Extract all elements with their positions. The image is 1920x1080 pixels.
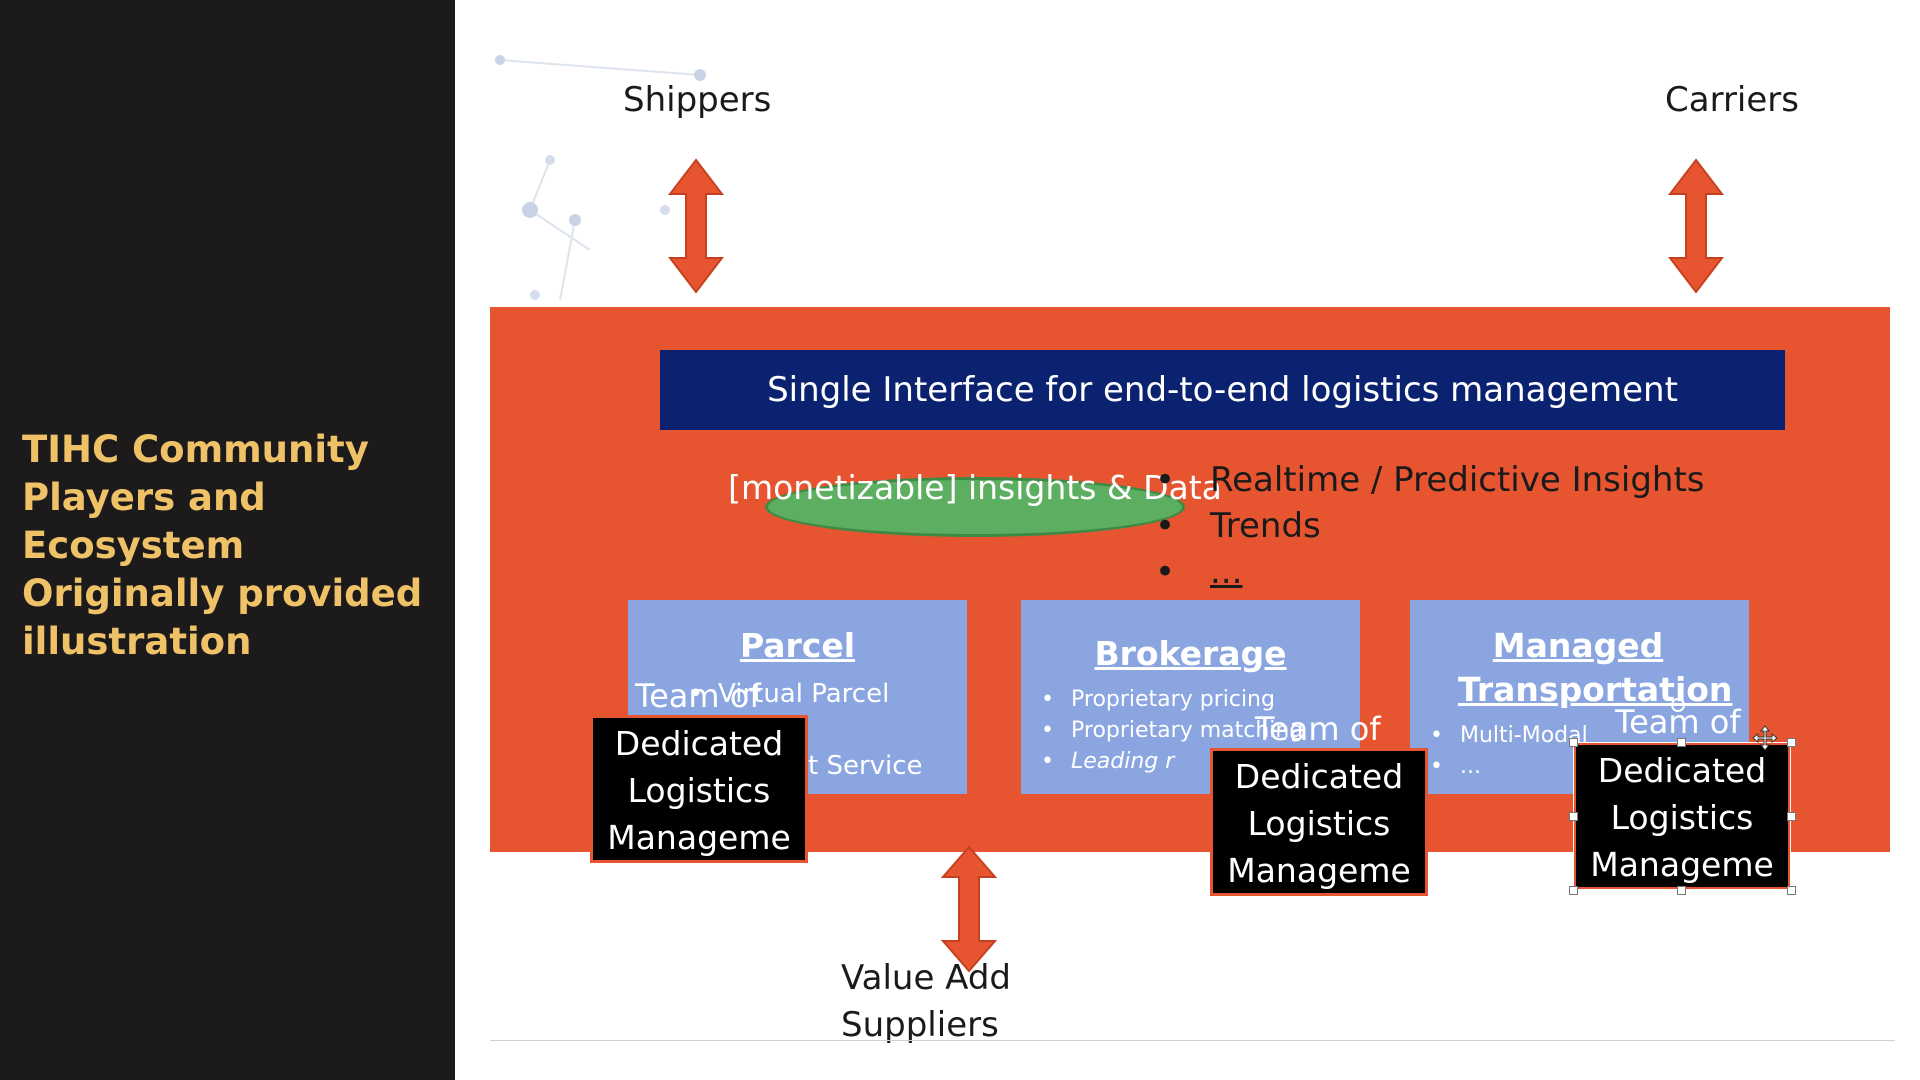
shippers-arrow-icon <box>668 158 724 294</box>
move-cursor-icon <box>1752 725 1778 751</box>
sidebar-title: TIHC Community Players and Ecosystem <box>22 428 369 567</box>
sidebar-subtitle: Originally provided illustration <box>22 572 423 663</box>
sidebar-panel: TIHC Community Players and Ecosystem Ori… <box>0 0 455 1080</box>
selection-outline <box>1573 742 1791 890</box>
data-store-shape <box>765 477 1185 537</box>
bullet-item: Trends <box>1155 503 1705 549</box>
carriers-label: Carriers <box>1665 80 1799 120</box>
slide-canvas: Shippers Carriers Single Interface for e… <box>455 0 1920 1080</box>
resize-handle[interactable] <box>1569 886 1578 895</box>
brokerage-item: Proprietary pricing <box>1041 684 1360 715</box>
resize-handle[interactable] <box>1787 812 1796 821</box>
resize-handle[interactable] <box>1787 738 1796 747</box>
team-box[interactable]: Dedicated Logistics Manageme <box>1210 748 1428 896</box>
value-add-arrow-icon <box>941 845 997 973</box>
network-background-art <box>495 55 706 300</box>
managed-items: Multi-Modal ... <box>1430 720 1749 782</box>
data-store-label: [monetizable] insights & Data <box>728 468 1222 507</box>
brokerage-item: Leading r <box>1041 746 1360 777</box>
team-label: Team of <box>635 677 761 715</box>
value-add-suppliers-label: Value Add Suppliers <box>841 958 1011 1045</box>
managed-item: Multi-Modal <box>1430 720 1749 751</box>
resize-handle[interactable] <box>1677 738 1686 747</box>
resize-handle[interactable] <box>1677 886 1686 895</box>
team-label: Team of <box>1255 710 1381 748</box>
bullet-item: Realtime / Predictive Insights <box>1155 457 1705 503</box>
rotate-handle-icon[interactable] <box>1670 697 1686 713</box>
insights-bullet-list: Realtime / Predictive Insights Trends ..… <box>1155 457 1705 595</box>
team-label: Team of <box>1615 703 1741 741</box>
slide-divider <box>490 1040 1895 1041</box>
carriers-arrow-icon <box>1668 158 1724 294</box>
bullet-item: ... <box>1155 549 1705 595</box>
brokerage-items: Proprietary pricing Proprietary matching… <box>1041 684 1360 777</box>
parcel-title: Parcel <box>739 626 856 665</box>
resize-handle[interactable] <box>1787 886 1796 895</box>
resize-handle[interactable] <box>1569 812 1578 821</box>
resize-handle[interactable] <box>1569 738 1578 747</box>
team-box[interactable]: Dedicated Logistics Manageme <box>590 715 808 863</box>
brokerage-title: Brokerage <box>1094 634 1287 673</box>
brokerage-item: Proprietary matching <box>1041 715 1360 746</box>
managed-title: Managed Transportation <box>1458 626 1733 709</box>
managed-item: ... <box>1430 751 1749 782</box>
shippers-label: Shippers <box>623 80 772 120</box>
parcel-item: Virtual Parcel <box>688 676 967 712</box>
single-interface-banner: Single Interface for end-to-end logistic… <box>660 350 1785 430</box>
